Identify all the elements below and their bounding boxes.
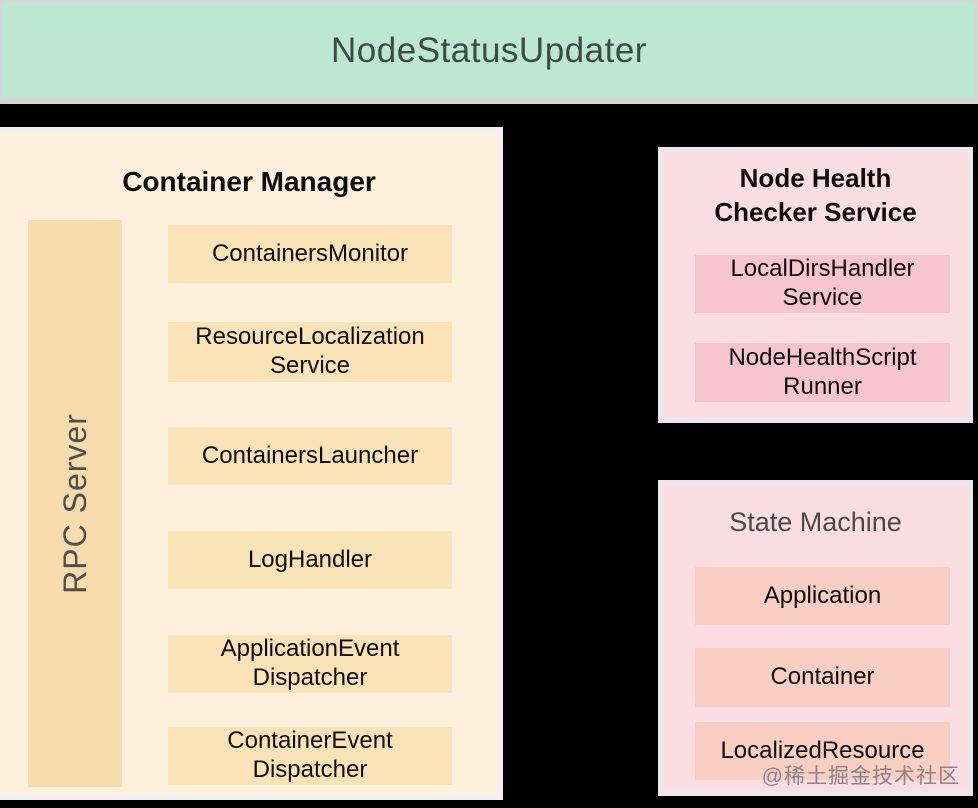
containers-launcher-box: ContainersLauncher (168, 427, 452, 485)
rpc-server-box: RPC Server (28, 220, 122, 787)
node-status-updater-box: NodeStatusUpdater (0, 0, 978, 104)
state-machine-panel: State Machine Application Container Loca… (658, 480, 973, 796)
localized-resource-box: LocalizedResource (695, 722, 950, 780)
node-health-checker-panel: Node Health Checker Service LocalDirsHan… (658, 147, 973, 423)
containers-monitor-box: ContainersMonitor (168, 225, 452, 283)
container-manager-title: Container Manager (122, 166, 376, 197)
log-handler-box: LogHandler (168, 531, 452, 589)
application-event-dispatcher-box: ApplicationEvent Dispatcher (168, 635, 452, 693)
node-status-updater-label: NodeStatusUpdater (331, 30, 647, 70)
state-machine-title: State Machine (729, 507, 902, 537)
resource-localization-service-box: ResourceLocalization Service (168, 322, 452, 382)
local-dirs-handler-service-box: LocalDirsHandler Service (695, 255, 950, 313)
watermark-text: @稀土掘金技术社区 (761, 765, 960, 788)
container-manager-panel: Container Manager RPC Server ContainersM… (0, 127, 503, 800)
rpc-server-label: RPC Server (56, 413, 93, 594)
container-event-dispatcher-box: ContainerEvent Dispatcher (168, 727, 452, 785)
application-box: Application (695, 567, 950, 625)
node-health-script-runner-box: NodeHealthScript Runner (695, 343, 950, 402)
node-health-checker-title: Node Health Checker Service (714, 163, 917, 227)
container-box: Container (695, 648, 950, 707)
